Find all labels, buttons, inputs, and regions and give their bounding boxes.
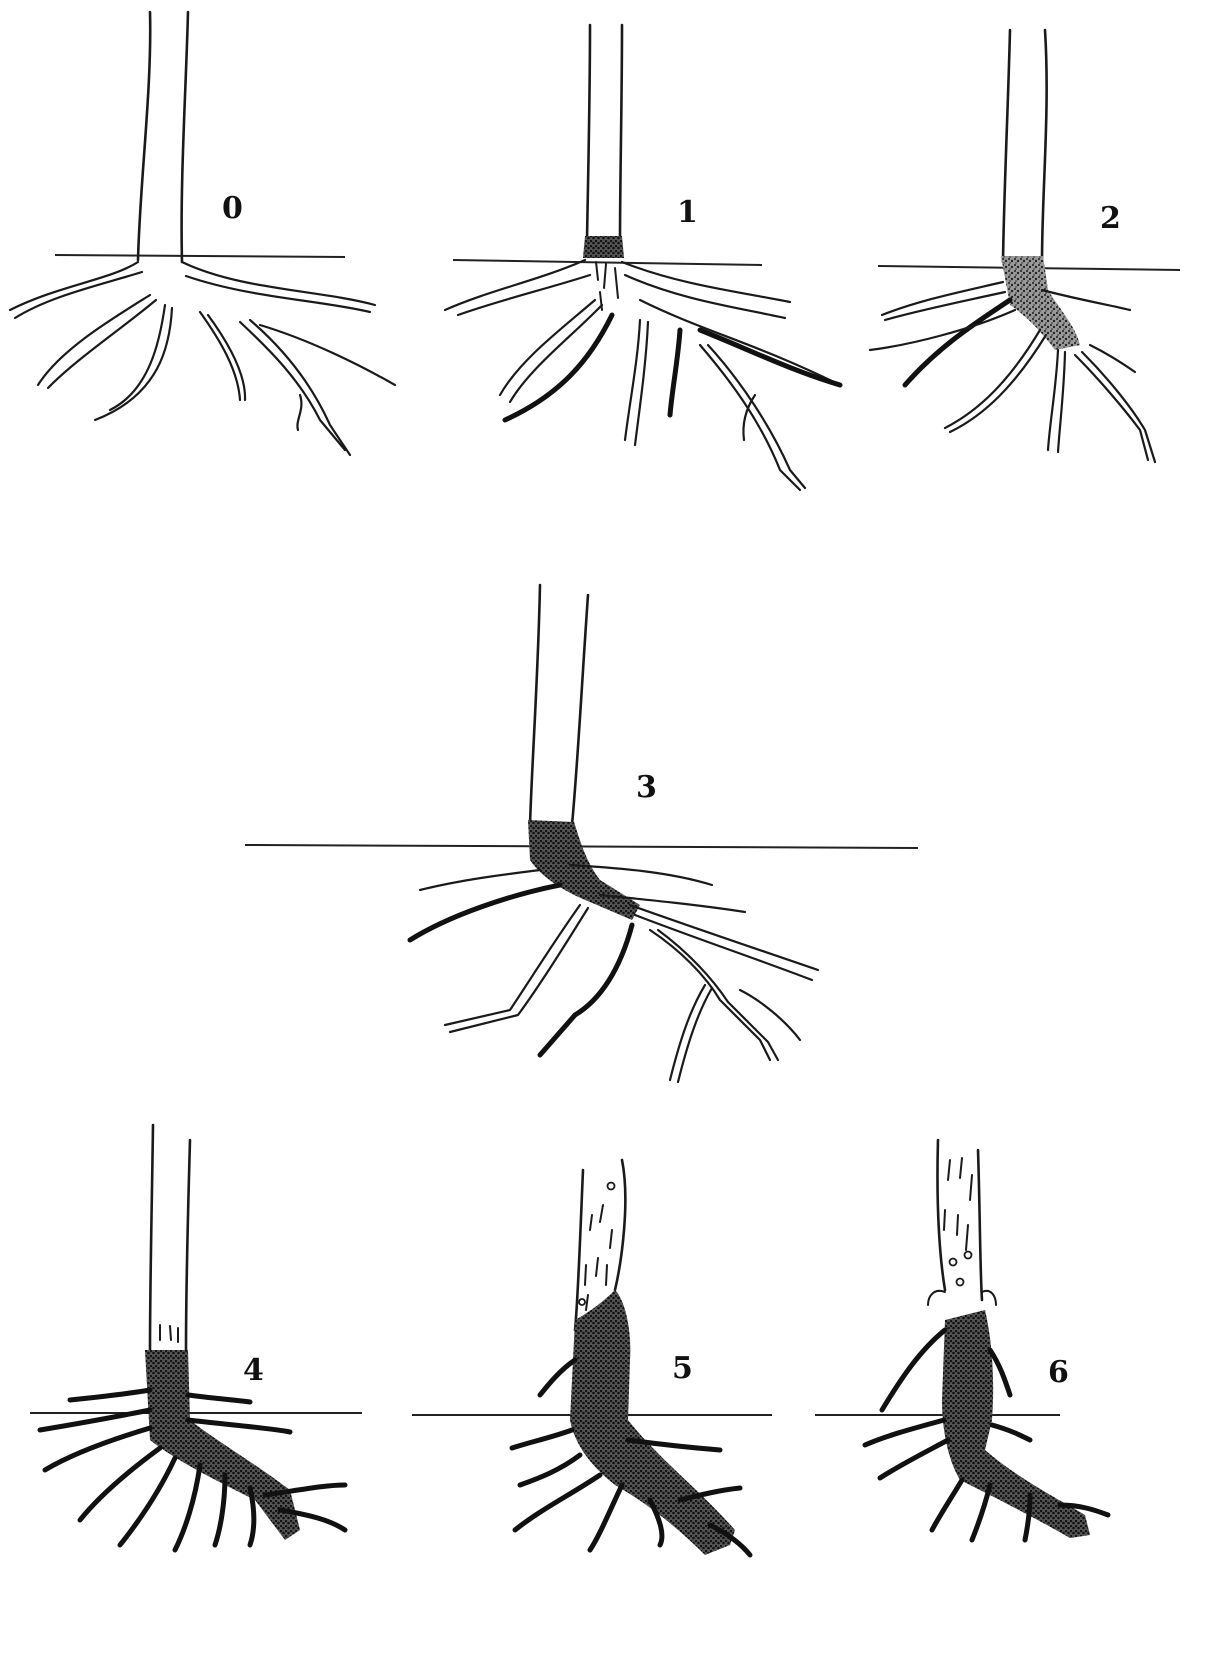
root — [882, 282, 1003, 315]
stem — [978, 1150, 982, 1300]
root — [445, 260, 585, 310]
stem — [138, 12, 150, 260]
stage-label-6: 6 — [1048, 1355, 1069, 1390]
lesion-streak — [585, 1205, 612, 1310]
root — [48, 300, 156, 388]
stem — [186, 1140, 190, 1350]
lesion-streak — [160, 1325, 178, 1342]
diseased-root — [512, 1430, 572, 1448]
stage-label-2: 2 — [1100, 201, 1121, 236]
root — [1048, 350, 1058, 450]
diseased-root — [972, 1485, 990, 1540]
root — [10, 262, 138, 310]
diseased-root — [540, 1360, 575, 1395]
diseased-root — [70, 1390, 150, 1400]
stem — [575, 1170, 583, 1330]
diseased-root — [932, 1480, 962, 1530]
root — [208, 315, 245, 400]
stage-label-0: 0 — [222, 191, 243, 226]
stem — [587, 25, 590, 240]
stage-2-diagram: 2 — [870, 30, 1180, 462]
diseased-root — [590, 1485, 622, 1550]
stage-1-diagram: 1 — [445, 25, 840, 490]
lesion-streak — [944, 1158, 972, 1250]
root — [260, 325, 395, 385]
stage-4-diagram: 4 — [30, 1125, 362, 1550]
stem — [615, 1160, 625, 1290]
diseased-root — [865, 1420, 944, 1445]
root — [1075, 355, 1148, 460]
stem — [150, 1125, 153, 1350]
dead-root-stub — [982, 1291, 996, 1305]
lesion-spot — [579, 1299, 585, 1305]
lesion — [1001, 256, 1080, 350]
root — [420, 870, 540, 890]
diseased-root — [992, 1425, 1030, 1440]
root — [450, 908, 588, 1032]
lesion-spot — [608, 1183, 615, 1190]
lesion — [570, 1290, 735, 1555]
root — [945, 330, 1040, 428]
root — [95, 308, 172, 420]
root — [635, 915, 812, 980]
dead-root-stub — [928, 1291, 945, 1305]
stage-label-1: 1 — [677, 195, 698, 230]
root — [297, 395, 301, 430]
soil-line — [453, 260, 762, 265]
root — [1058, 352, 1065, 452]
root — [870, 310, 1015, 350]
root — [240, 322, 345, 450]
diseased-root — [45, 1428, 150, 1470]
stem — [1042, 30, 1047, 262]
root — [670, 985, 705, 1080]
diseased-root — [520, 1455, 580, 1485]
diseased-root — [905, 300, 1010, 385]
diseased-root — [670, 330, 680, 415]
root — [650, 930, 770, 1060]
root — [445, 905, 580, 1025]
lesion — [583, 236, 624, 258]
stage-label-5: 5 — [672, 1351, 693, 1386]
stem — [1003, 30, 1010, 262]
diseased-root — [188, 1395, 250, 1402]
diseased-root — [175, 1465, 200, 1550]
stem — [572, 595, 588, 825]
root — [740, 990, 800, 1040]
root — [630, 905, 818, 970]
diseased-root — [410, 885, 560, 940]
diseased-root — [250, 1488, 254, 1545]
stem — [620, 25, 622, 240]
lesion-spot — [950, 1259, 957, 1266]
soil-line — [55, 255, 345, 257]
stage-label-3: 3 — [636, 770, 657, 805]
lesion-spot — [965, 1252, 972, 1259]
stage-label-4: 4 — [243, 1353, 264, 1388]
diseased-root — [882, 1330, 945, 1410]
stage-6-diagram: 6 — [815, 1140, 1108, 1540]
stem — [530, 585, 540, 825]
root — [500, 300, 595, 395]
diseased-root — [215, 1475, 225, 1545]
root — [38, 295, 150, 385]
root — [186, 276, 370, 312]
root — [622, 262, 790, 302]
diseased-root — [700, 330, 840, 385]
lesion-streak — [596, 262, 618, 310]
stage-5-diagram: 5 — [412, 1160, 772, 1555]
stage-0-diagram: 0 — [10, 12, 395, 455]
diseased-root — [880, 1440, 948, 1478]
root — [635, 322, 648, 445]
stage-3-diagram: 3 — [245, 585, 918, 1082]
lesion-spot — [957, 1279, 964, 1286]
stem — [182, 12, 188, 262]
